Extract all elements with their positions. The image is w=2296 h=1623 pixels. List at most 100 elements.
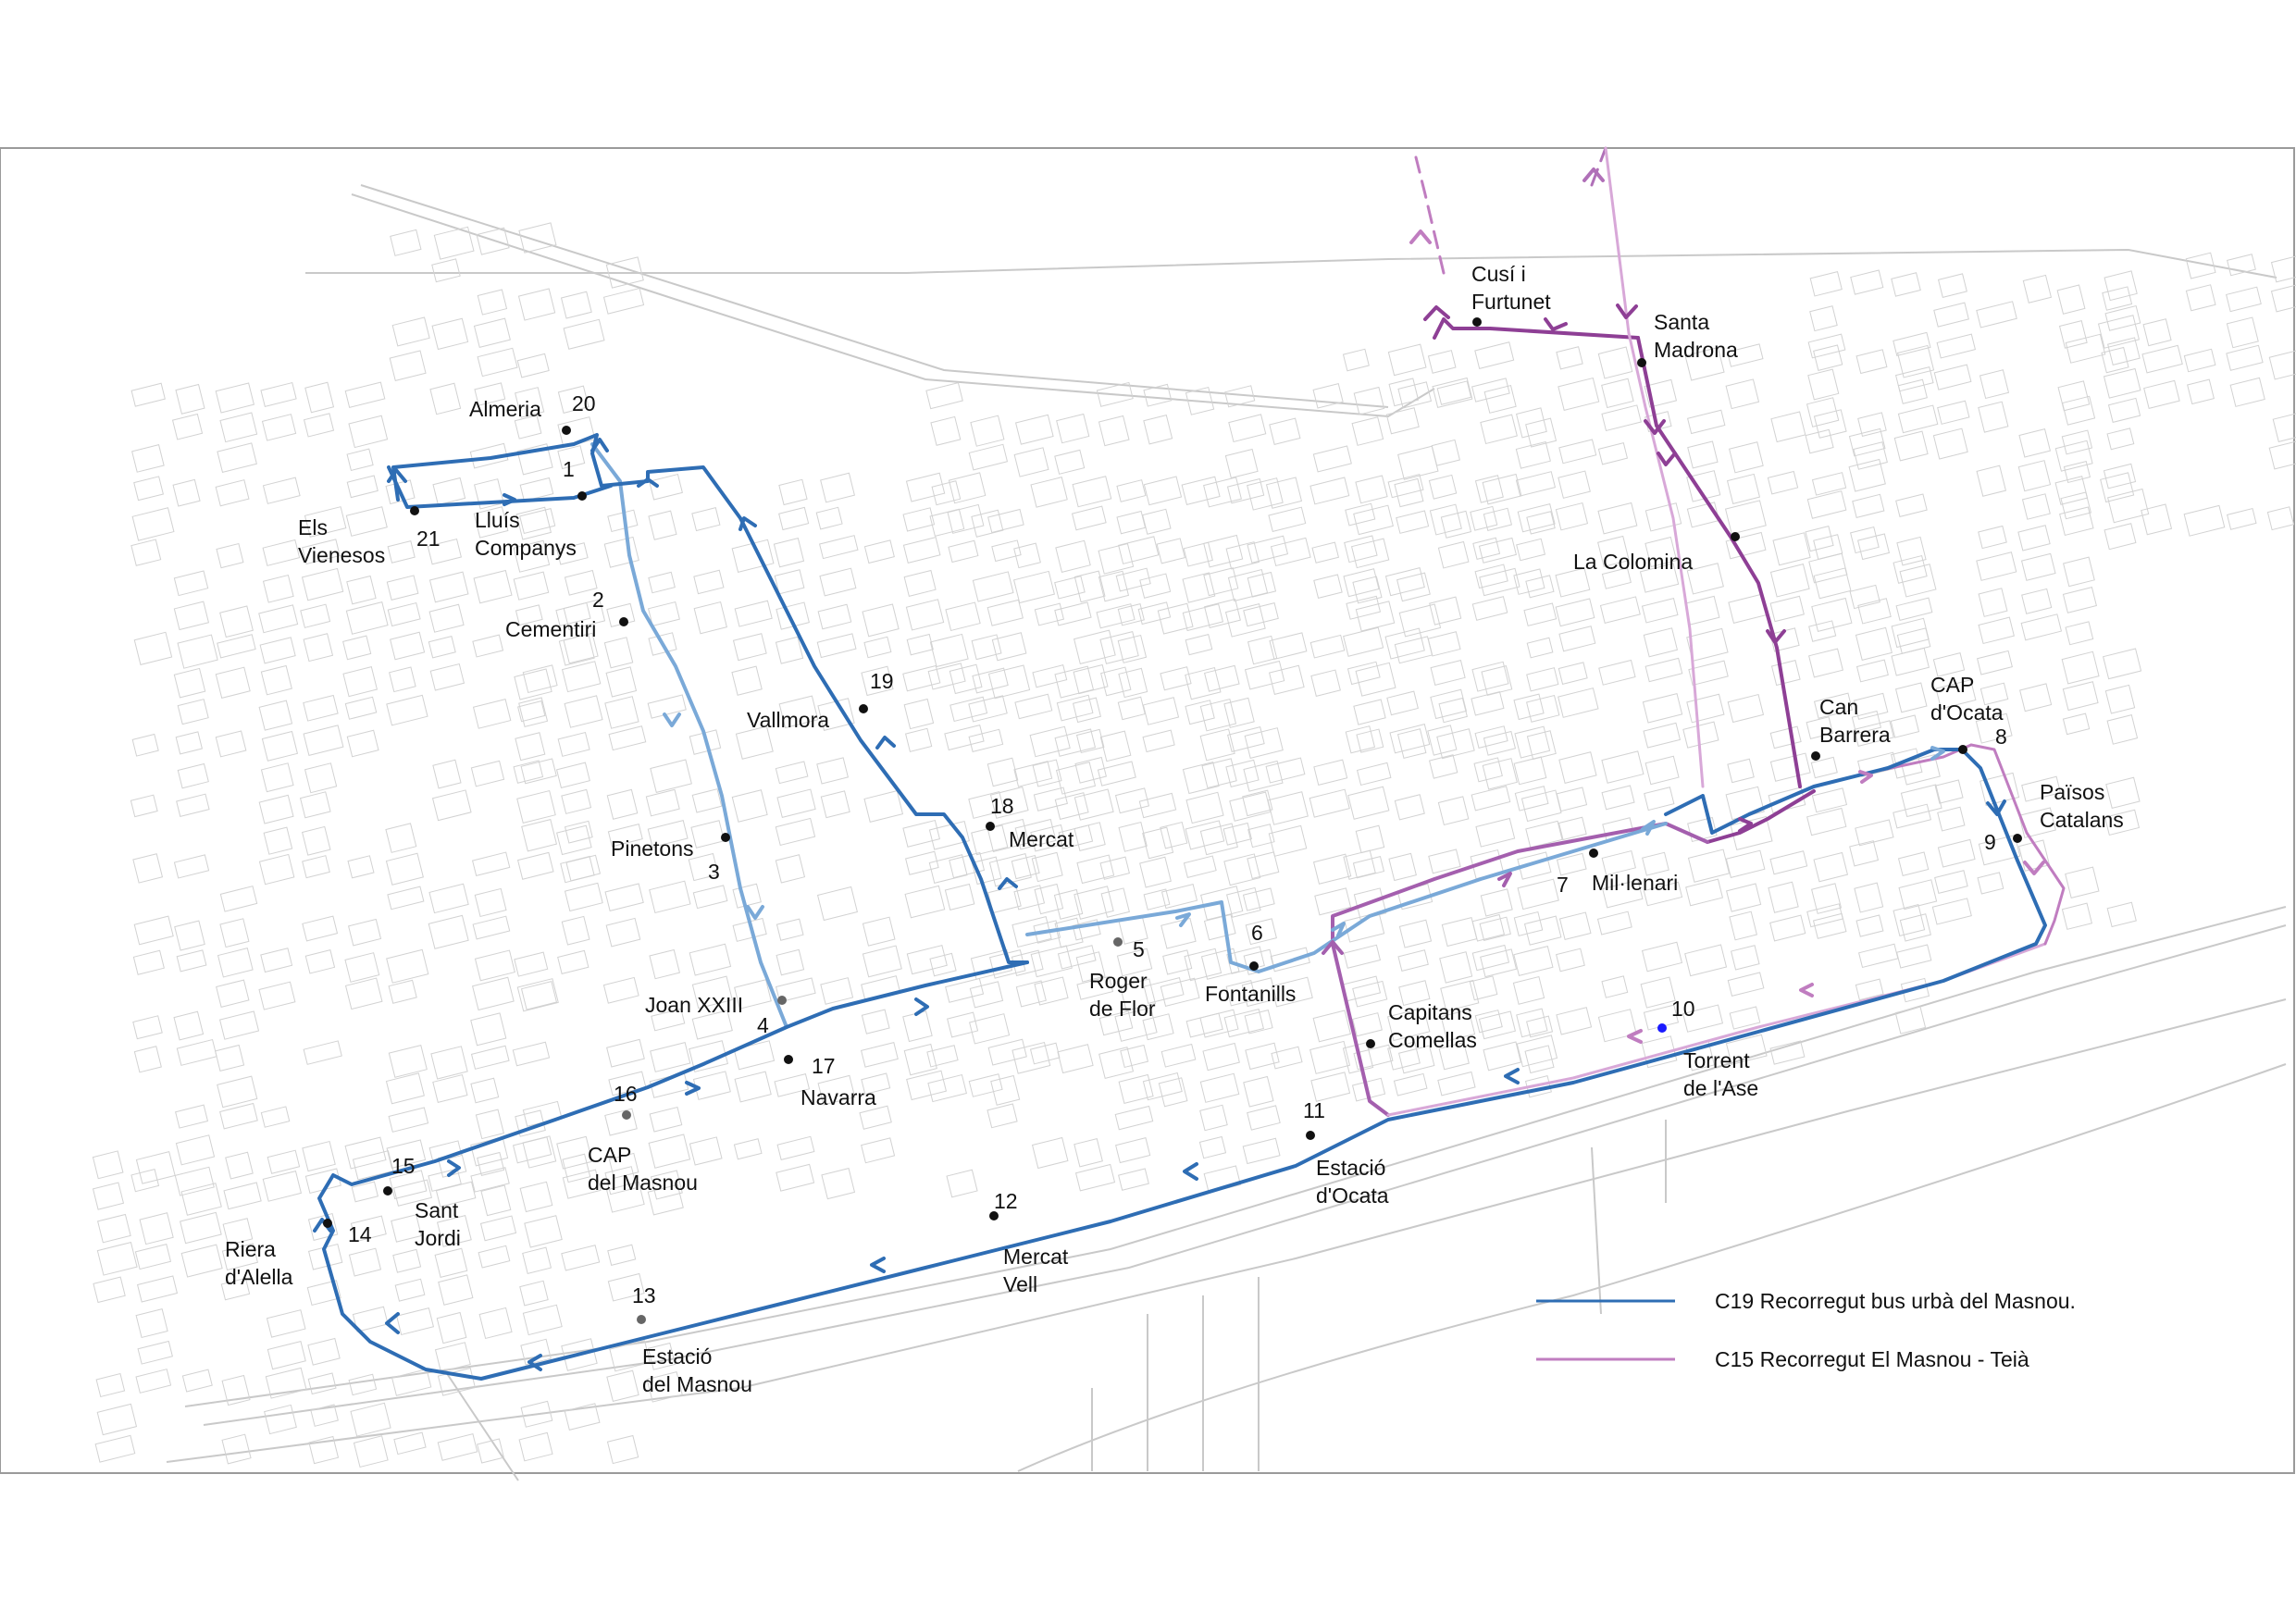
city-block bbox=[1725, 1034, 1768, 1066]
city-block bbox=[2017, 460, 2052, 492]
arrow-icon bbox=[1799, 983, 1814, 997]
city-block bbox=[929, 952, 957, 977]
city-block bbox=[946, 1169, 978, 1198]
city-block bbox=[260, 948, 293, 973]
city-block bbox=[691, 1010, 733, 1040]
city-block bbox=[134, 1243, 172, 1270]
city-block bbox=[1526, 1015, 1554, 1038]
city-block bbox=[604, 1166, 638, 1196]
city-block bbox=[606, 788, 639, 820]
city-block bbox=[861, 665, 894, 697]
city-block bbox=[1894, 365, 1934, 392]
city-block bbox=[1034, 602, 1064, 626]
city-block bbox=[1436, 380, 1472, 405]
city-block bbox=[1098, 542, 1135, 575]
arrow-icon bbox=[746, 905, 764, 920]
city-block bbox=[1808, 552, 1848, 584]
city-block bbox=[385, 823, 417, 853]
city-block bbox=[1054, 917, 1084, 948]
city-block bbox=[1142, 508, 1172, 535]
city-block bbox=[863, 790, 904, 823]
city-block bbox=[1686, 502, 1720, 528]
city-block bbox=[1894, 1006, 1927, 1035]
city-block bbox=[1352, 980, 1388, 1008]
city-block bbox=[1097, 761, 1136, 787]
city-block bbox=[606, 1038, 645, 1068]
city-block bbox=[1015, 980, 1047, 1008]
city-block bbox=[1805, 428, 1834, 454]
city-block bbox=[181, 1369, 213, 1393]
city-block bbox=[302, 1140, 336, 1172]
city-block bbox=[346, 475, 379, 499]
city-block bbox=[1811, 597, 1853, 632]
city-block bbox=[1813, 692, 1854, 719]
city-block bbox=[1812, 912, 1847, 939]
city-block bbox=[1074, 756, 1107, 784]
city-block bbox=[1099, 730, 1132, 762]
city-block bbox=[1599, 596, 1641, 624]
city-block bbox=[1857, 412, 1887, 437]
city-block bbox=[344, 952, 380, 983]
city-block bbox=[987, 818, 1030, 852]
city-block bbox=[1769, 564, 1810, 598]
city-block bbox=[948, 539, 979, 564]
city-block bbox=[2097, 315, 2141, 349]
city-block bbox=[556, 1135, 593, 1170]
city-block bbox=[1225, 759, 1260, 787]
city-block bbox=[1072, 476, 1112, 508]
city-block bbox=[1726, 473, 1761, 504]
city-block bbox=[776, 1163, 815, 1192]
city-block bbox=[1030, 824, 1067, 852]
city-block bbox=[479, 1215, 517, 1242]
city-block bbox=[775, 761, 809, 785]
c19-route-light-segment bbox=[590, 442, 788, 1029]
city-block bbox=[1854, 720, 1894, 747]
city-block bbox=[1855, 914, 1884, 937]
city-block bbox=[1556, 948, 1585, 973]
city-block bbox=[95, 1372, 126, 1398]
city-block bbox=[776, 918, 804, 941]
city-block bbox=[472, 915, 511, 940]
city-block bbox=[1269, 417, 1301, 445]
city-block bbox=[988, 852, 1032, 887]
city-block bbox=[968, 790, 1005, 819]
city-block bbox=[1899, 913, 1931, 942]
city-block bbox=[472, 634, 504, 658]
city-block bbox=[344, 381, 386, 408]
city-block bbox=[1355, 662, 1396, 697]
stop-marker bbox=[1113, 937, 1123, 947]
city-block bbox=[605, 917, 641, 948]
city-block bbox=[520, 1338, 552, 1366]
city-block bbox=[1687, 440, 1719, 469]
city-block bbox=[2226, 316, 2259, 349]
city-block bbox=[1074, 1163, 1116, 1192]
city-block bbox=[512, 1041, 551, 1067]
city-block bbox=[1034, 976, 1069, 1006]
city-block bbox=[1642, 692, 1683, 724]
stop-marker bbox=[2013, 834, 2022, 843]
city-block bbox=[2060, 491, 2091, 520]
city-block bbox=[1227, 568, 1269, 602]
city-block bbox=[1513, 946, 1554, 976]
city-block bbox=[2229, 377, 2265, 407]
city-block bbox=[2061, 650, 2100, 685]
city-block bbox=[1117, 603, 1145, 626]
stop-number: 20 bbox=[572, 391, 596, 415]
city-block bbox=[177, 634, 218, 669]
arrow-icon bbox=[1175, 912, 1191, 927]
city-block bbox=[353, 1435, 389, 1468]
city-block bbox=[649, 1106, 683, 1133]
stop-markers bbox=[323, 317, 2022, 1324]
city-block bbox=[602, 287, 645, 315]
city-block bbox=[1976, 301, 2017, 328]
city-block bbox=[606, 1369, 639, 1402]
city-block bbox=[930, 415, 962, 446]
arrow-icon bbox=[663, 712, 681, 727]
stop-label: Vallmora bbox=[747, 708, 829, 732]
city-block bbox=[1526, 637, 1554, 659]
stop-marker bbox=[1249, 961, 1259, 971]
arrow-icon bbox=[1986, 799, 2006, 816]
city-block bbox=[1114, 1007, 1158, 1042]
